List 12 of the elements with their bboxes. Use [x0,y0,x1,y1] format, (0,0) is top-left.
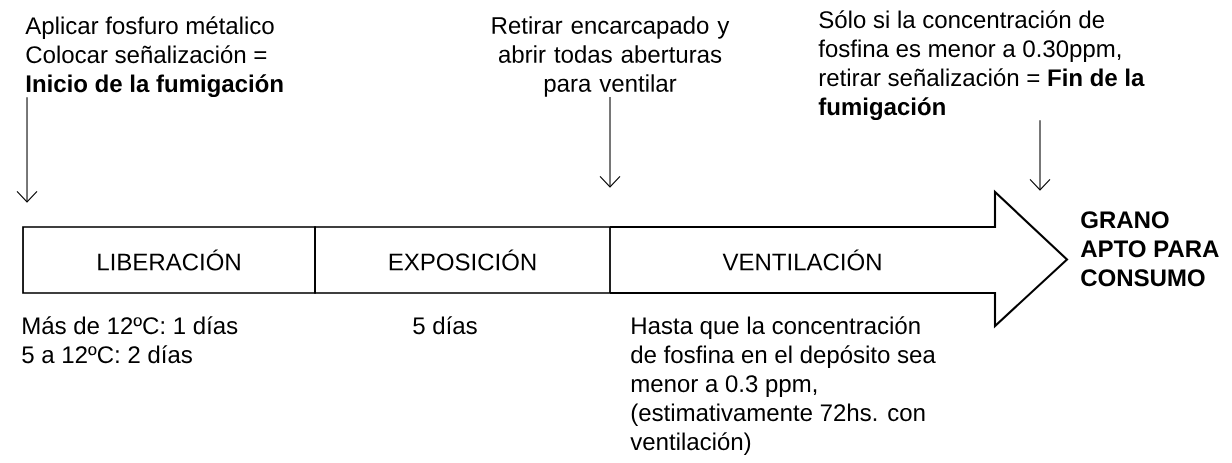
step-note: Sólo si la concentración de fosfina es menor a 0.30ppm, retirar señalización = Fin de la fumigación [818,10,1145,120]
arrow [599,96,621,188]
step-note: Aplicar fosfuro métalico Colocar señalización = Inicio de la fumigación [25,16,283,97]
stage-box: EXPOSICIÓN [314,226,611,294]
step-note: Retirar encarcapado y abrir todas aberturas para ventilar [492,16,730,97]
arrow [1029,119,1051,191]
stage-note: 5 a 12ºC: 2 días [22,345,192,364]
stage-note: 5 días [413,316,477,335]
stage-box: LIBERACIÓN [22,226,316,294]
arrow [16,96,38,203]
stage-note: Más de 12ºC: 1 días [23,316,238,335]
result-label: GRANO APTO PARA CONSUMO [1080,211,1219,287]
